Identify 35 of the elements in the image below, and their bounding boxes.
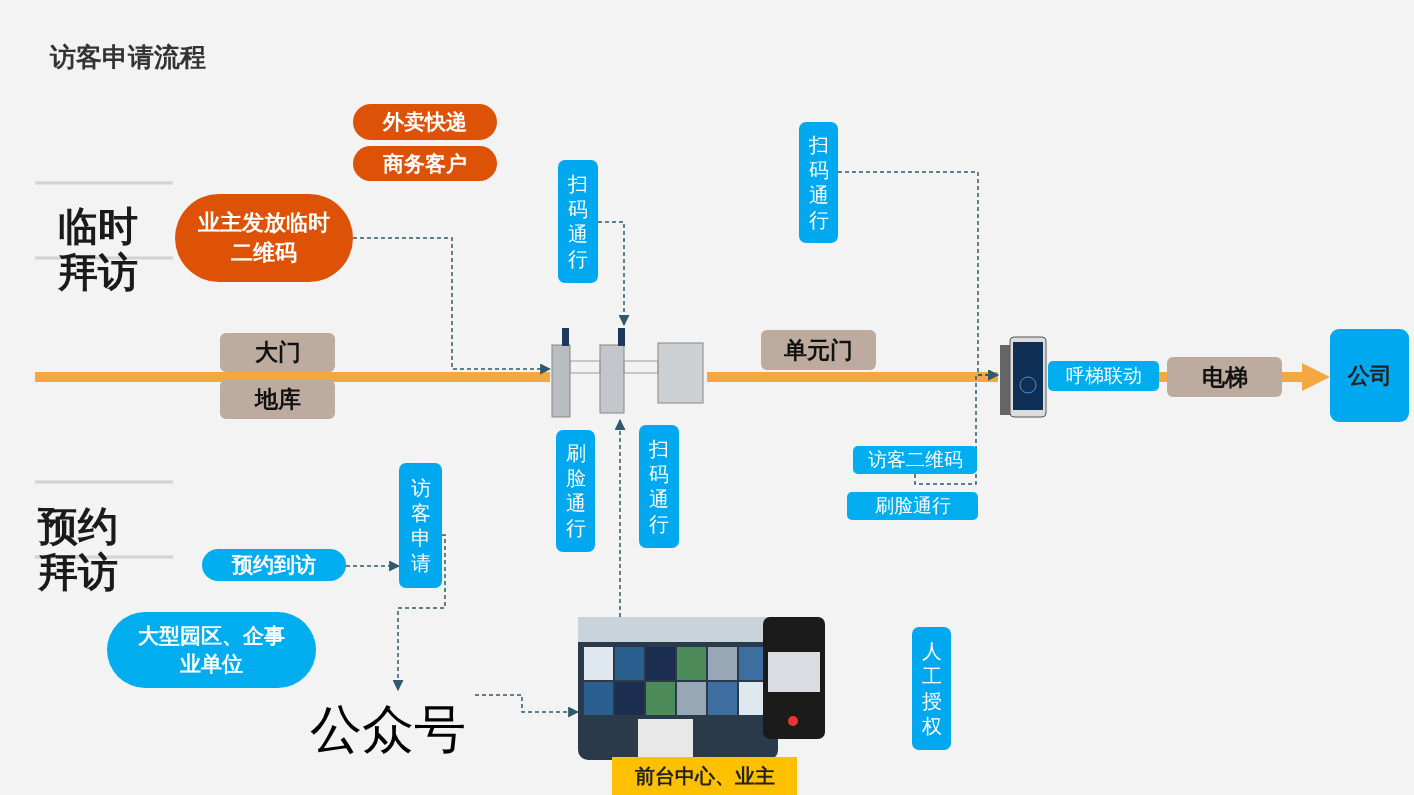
location-box: 电梯	[1167, 357, 1282, 397]
category-pill: 大型园区、企事业单位	[107, 612, 316, 688]
step-pill: 业主发放临时二维码	[175, 194, 353, 282]
dashed-arrow	[352, 237, 552, 375]
section-label: 临时拜访	[58, 203, 139, 295]
step-tag: 访客申请	[399, 463, 442, 588]
control-room-drawing	[578, 617, 825, 760]
step-tag: 呼梯联动	[1048, 361, 1159, 391]
step-tag: 刷脸通行	[847, 492, 978, 520]
dashed-arrow	[614, 418, 626, 618]
step-tag: 扫码通行	[558, 160, 598, 283]
category-pill: 商务客户	[353, 146, 497, 181]
location-box: 大门	[220, 333, 335, 372]
title: 访客申请流程	[50, 41, 206, 74]
channel-text: 公众号	[300, 690, 475, 770]
flow-arrow	[1282, 363, 1330, 391]
section-label: 预约拜访	[38, 503, 119, 595]
step-tag: 人工授权	[912, 627, 951, 750]
destination-box: 公司	[1330, 329, 1409, 422]
step-pill: 预约到访	[202, 549, 346, 581]
location-box: 地库	[220, 380, 335, 419]
caption-tag: 前台中心、业主	[612, 757, 797, 795]
dashed-arrow	[345, 560, 401, 572]
turnstile-drawing	[550, 325, 707, 420]
step-tag: 刷脸通行	[556, 430, 595, 552]
dashed-arrow	[392, 534, 446, 692]
step-tag: 访客二维码	[853, 446, 977, 474]
step-tag: 扫码通行	[639, 425, 679, 548]
step-tag: 扫码通行	[799, 122, 838, 243]
dashed-arrow	[474, 694, 580, 718]
dashed-arrow	[914, 369, 1000, 485]
dashed-arrow	[597, 221, 630, 327]
access-terminal-drawing	[998, 335, 1048, 420]
category-pill: 外卖快递	[353, 104, 497, 140]
location-box: 单元门	[761, 330, 876, 370]
